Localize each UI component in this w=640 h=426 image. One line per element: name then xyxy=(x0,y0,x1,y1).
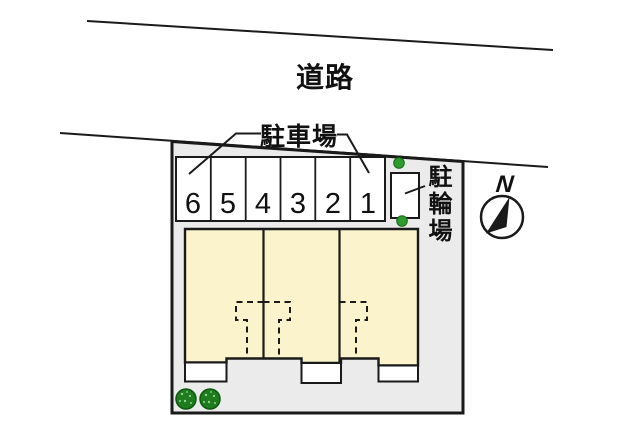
entry-paths-dashed xyxy=(235,301,368,358)
parking-space-1: 1 xyxy=(359,188,377,220)
compass-north-label: N xyxy=(494,171,515,198)
entry-path-unit2 xyxy=(263,301,291,358)
parking-label: 駐車場 xyxy=(259,123,338,151)
bicycle-parking-rect xyxy=(390,172,420,219)
compass-needle xyxy=(486,197,510,234)
parking-space-6: 6 xyxy=(184,188,202,220)
parking-leader-right xyxy=(337,133,370,174)
parking-space-4: 4 xyxy=(254,188,272,220)
entrance-porch-center xyxy=(300,362,342,384)
shrub-right xyxy=(199,388,221,410)
road-label: 道路 xyxy=(295,62,354,93)
parking-space-2: 2 xyxy=(324,188,342,220)
bicycle-leader xyxy=(404,185,426,195)
shrub-left xyxy=(175,388,197,410)
entrance-porch-right xyxy=(377,364,419,383)
parking-space-3: 3 xyxy=(289,188,307,220)
building-outline xyxy=(183,227,420,367)
compass xyxy=(479,194,525,240)
entrance-porch-left xyxy=(184,361,228,383)
entry-path-unit3 xyxy=(339,301,368,358)
green-marker-top xyxy=(393,157,405,169)
bicycle-parking-label: 駐輪場 xyxy=(424,164,451,245)
parking-leader-left xyxy=(188,132,261,175)
parking-space-5: 5 xyxy=(219,188,237,220)
road-edge-upper xyxy=(86,20,554,51)
parking-space-dividers xyxy=(209,157,352,221)
green-marker-bottom xyxy=(396,215,408,227)
entry-path-unit1 xyxy=(235,301,264,358)
